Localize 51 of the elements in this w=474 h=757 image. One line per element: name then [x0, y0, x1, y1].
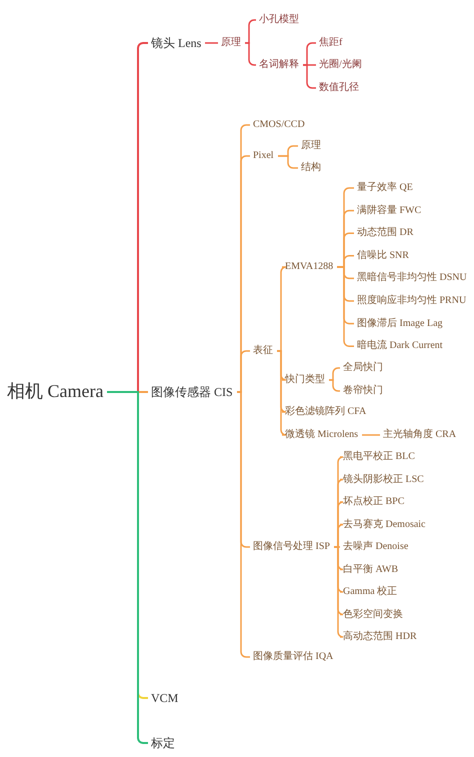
branch-line — [329, 379, 340, 392]
topic-label: 快门类型 — [284, 374, 326, 386]
topic-label: 满阱容量 FWC — [356, 204, 422, 217]
branch-line — [334, 546, 344, 638]
topic-label: 动态范围 DR — [356, 227, 414, 240]
topic-label: 图像滞后 Image Lag — [356, 318, 444, 330]
topic-label: 结构 — [300, 162, 322, 174]
topic-label: 标定 — [150, 736, 176, 750]
topic-label: 坏点校正 BPC — [342, 496, 406, 508]
topic-label: 照度响应非均匀性 PRNU — [356, 295, 468, 307]
topic-label: Gamma 校正 — [342, 586, 398, 598]
topic-label: 光圈/光阑 — [318, 59, 363, 71]
topic-label: 白平衡 AWB — [342, 564, 400, 576]
topic-label: 彩色滤镜阵列 CFA — [284, 406, 368, 418]
topic-label: Pixel — [252, 150, 275, 162]
topic-label: 主光轴角度 CRA — [382, 429, 458, 441]
topic-label: 卷帘快门 — [342, 385, 384, 397]
topic-label: 表征 — [252, 345, 274, 357]
topic-label: 镜头阴影校正 LSC — [342, 474, 425, 486]
topic-label: 微透镜 Microlens — [284, 429, 360, 441]
branch-line — [205, 42, 218, 44]
topic-label: 相机 Camera — [6, 381, 104, 403]
branch-line — [245, 42, 256, 66]
topic-label: 图像信号处理 ISP — [252, 541, 331, 553]
topic-label: 数值孔径 — [318, 82, 360, 94]
topic-label: 全局快门 — [342, 362, 384, 374]
branch-line — [237, 391, 250, 658]
topic-label: 名词解释 — [258, 59, 300, 71]
topic-label: 去噪声 Denoise — [342, 541, 410, 553]
topic-label: 黑暗信号非均匀性 DSNU — [356, 272, 468, 284]
topic-label: 原理 — [220, 37, 242, 49]
topic-label: 图像质量评估 IQA — [252, 651, 334, 663]
branch-line — [277, 350, 287, 436]
topic-label: 量子效率 QE — [356, 182, 414, 194]
topic-label: VCM — [150, 691, 180, 706]
topic-label: 去马赛克 Demosaic — [342, 518, 426, 530]
branch-line — [278, 155, 298, 169]
topic-label: EMVA1288 — [284, 261, 334, 273]
topic-label: 信噪比 SNR — [356, 250, 410, 262]
topic-label: 暗电流 Dark Current — [356, 340, 444, 352]
topic-label: 焦距f — [318, 37, 344, 49]
topic-label: 图像传感器 CIS — [150, 385, 234, 400]
topic-label: 原理 — [300, 140, 322, 152]
topic-label: 高动态范围 HDR — [342, 631, 418, 643]
branch-line — [362, 434, 380, 436]
topic-label: 小孔模型 — [258, 14, 300, 26]
topic-label: 色彩空间变换 — [342, 608, 404, 620]
topic-label: CMOS/CCD — [252, 119, 306, 131]
topic-label: 黑电平校正 BLC — [342, 451, 416, 463]
branch-line — [303, 64, 316, 89]
topic-label: 镜头 Lens — [150, 36, 202, 50]
